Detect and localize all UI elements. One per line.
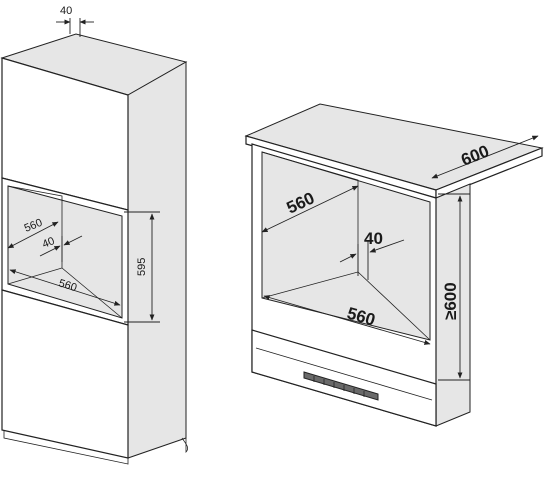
plinth [3,430,129,465]
base-dim-gap: 40 [339,229,405,280]
tall-dim-width-label: 560 [57,277,78,294]
tall-dim-height-label: 595 [136,258,148,276]
tall-dim-width: 560 [9,269,121,306]
tall-dim-gap-label: 40 [41,235,57,251]
base-rail [251,329,437,427]
tall-dim-top: 40 [56,5,94,37]
control-strip [303,371,379,401]
base-dim-height: ≥600 [438,193,470,381]
base-dim-height-label: ≥600 [441,282,460,320]
tall-cabinet [0,33,189,465]
tall-dim-height: 595 [124,211,160,323]
tall-cabinet-foot [181,437,189,453]
base-dim-gap-label: 40 [364,229,383,248]
tall-dim-top-label: 40 [60,5,72,17]
tall-dim-gap: 40 [39,235,83,262]
